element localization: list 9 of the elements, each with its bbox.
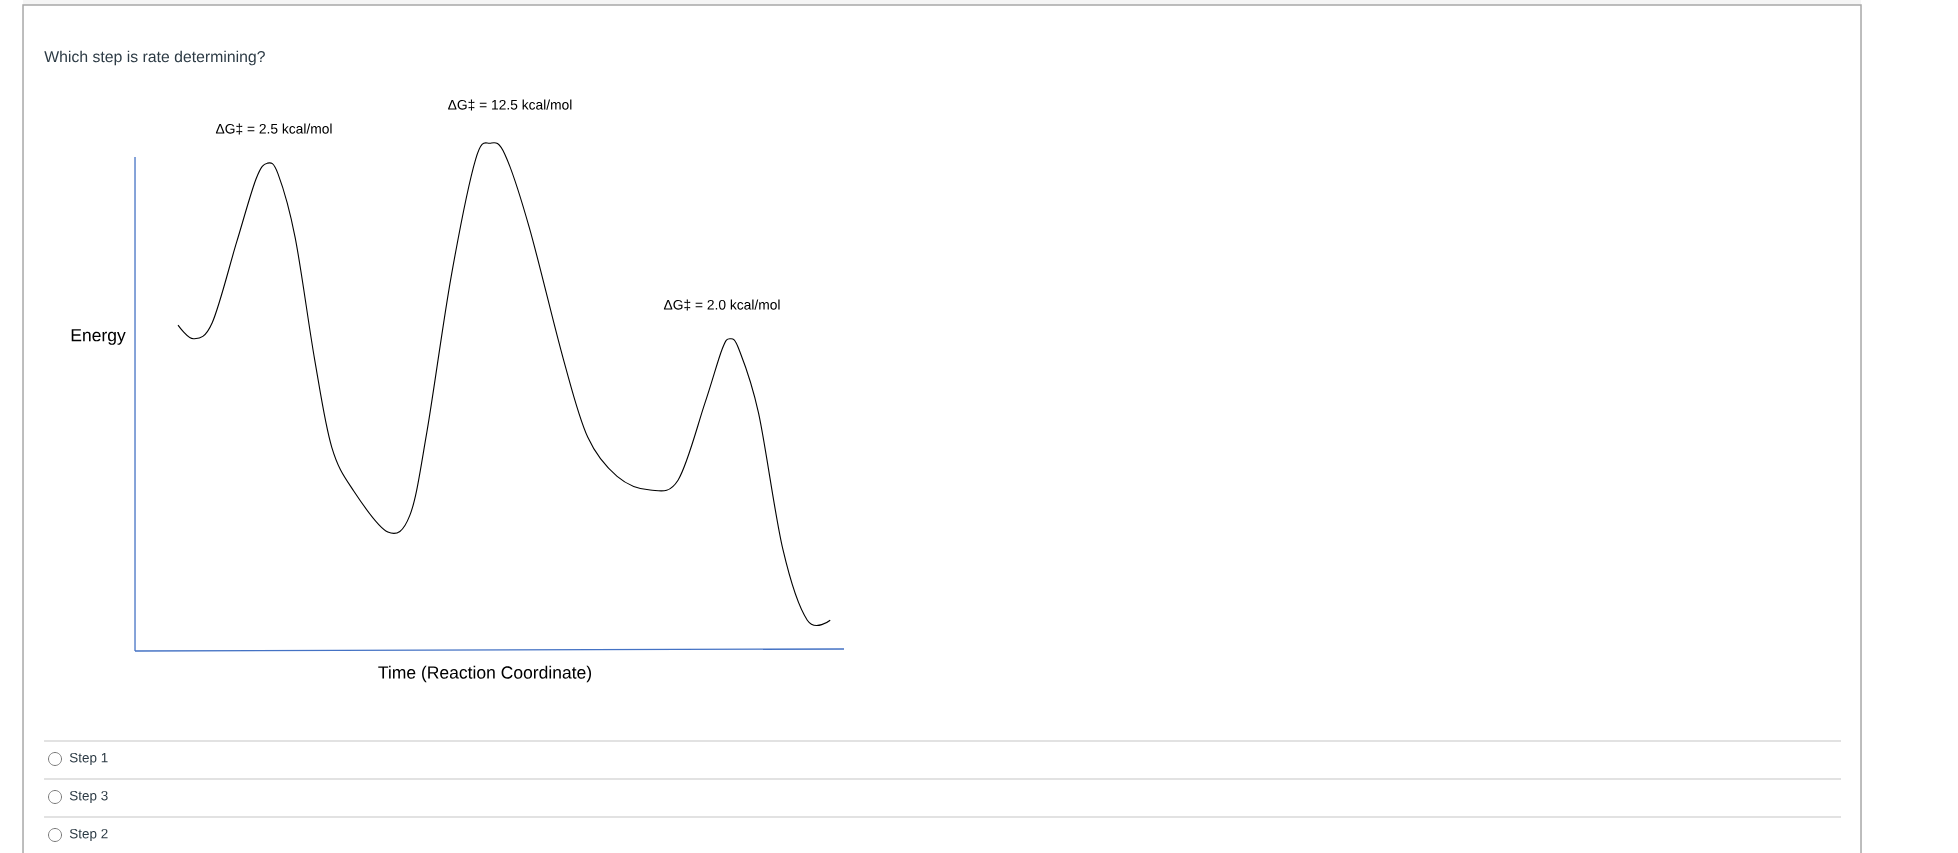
- peak-label: ΔG‡ = 2.0 kcal/mol: [663, 299, 780, 311]
- axis-label: Time (Reaction Coordinate): [378, 665, 592, 683]
- peak-label: ΔG‡ = 2.5 kcal/mol: [215, 123, 332, 135]
- option-label: Step 3: [69, 790, 108, 804]
- option-label: Step 1: [69, 752, 108, 766]
- option-label: Step 2: [69, 828, 108, 842]
- axis-label: Energy: [71, 329, 126, 345]
- peak-label: ΔG‡ = 12.5 kcal/mol: [448, 99, 572, 111]
- question-text: Which step is rate determining?: [44, 50, 265, 66]
